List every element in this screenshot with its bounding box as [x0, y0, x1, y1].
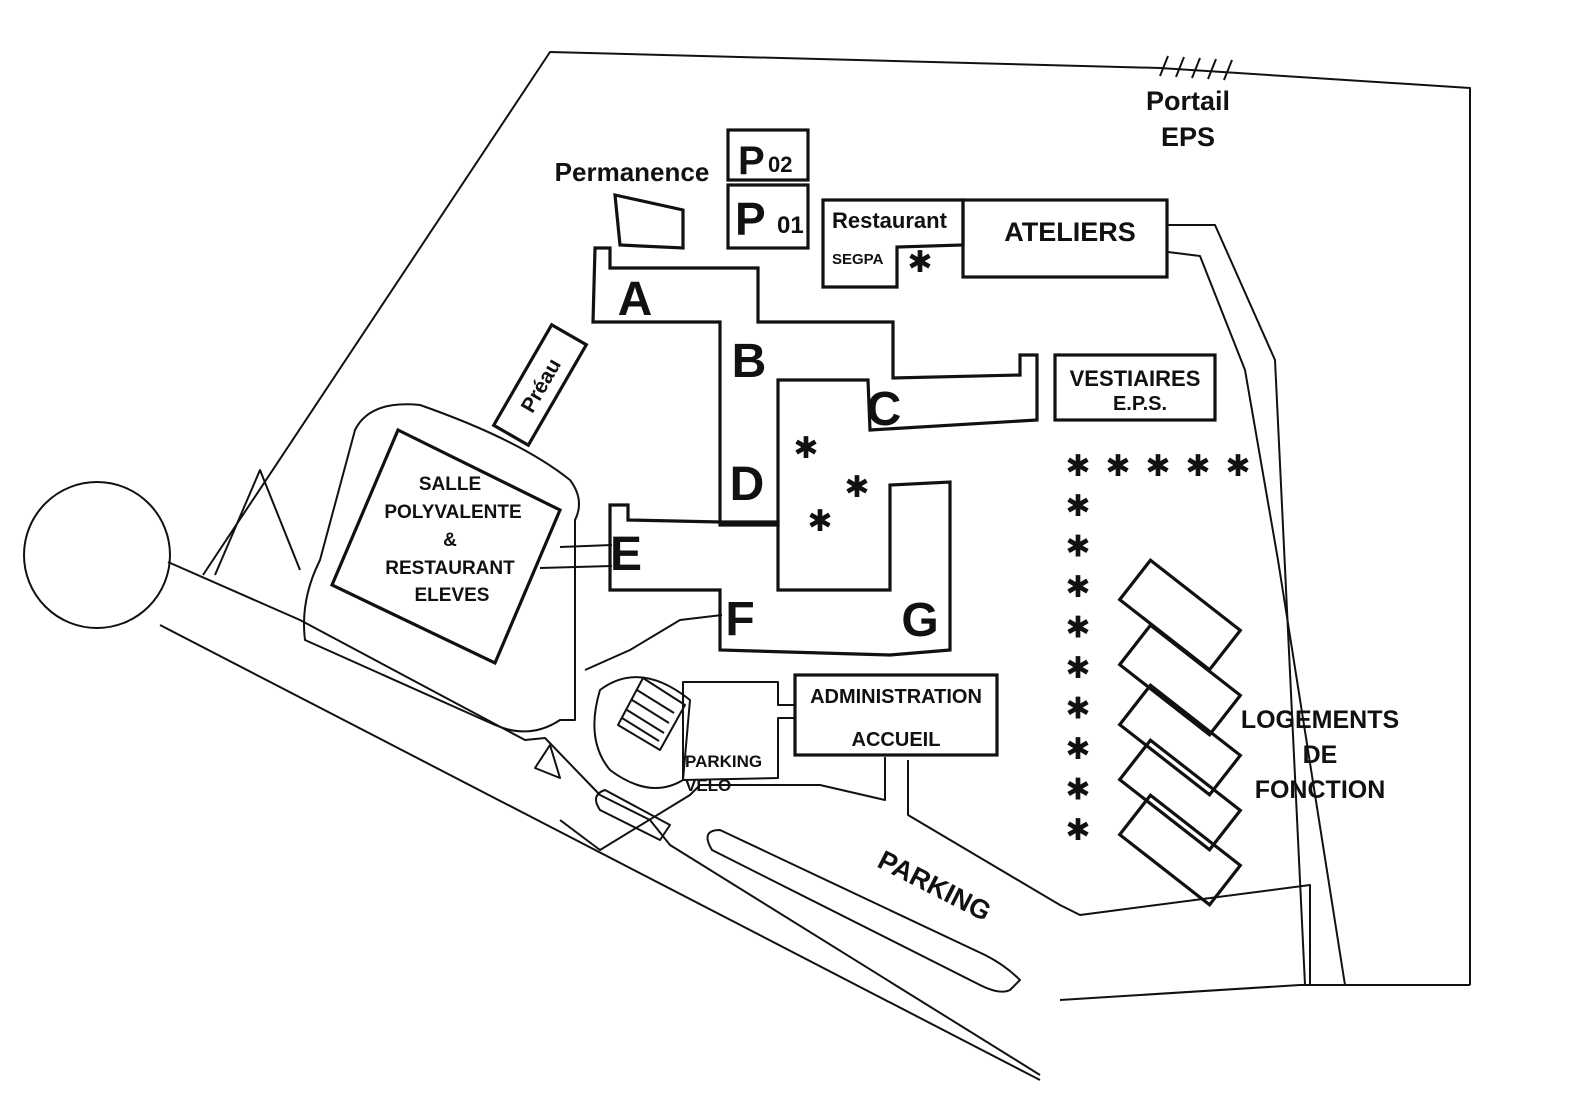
road-lower-edge: [159, 624, 1041, 1081]
label-restaurant: Restaurant: [832, 208, 948, 233]
parking-lot: [706, 829, 1021, 993]
tree-icon: ✱: [1145, 449, 1170, 484]
logement-5: [1117, 792, 1243, 908]
label-permanence: Permanence: [555, 157, 710, 187]
label-preau: Préau: [517, 355, 566, 417]
building-defg: [608, 480, 952, 657]
label-p02-letter: P: [738, 139, 765, 183]
salle-surround: [303, 403, 580, 733]
label-salle-5: ELEVES: [415, 585, 490, 606]
label-salle-2: POLYVALENTE: [384, 502, 521, 523]
trees: ✱ ✱ ✱ ✱ ✱ ✱ ✱ ✱ ✱ ✱ ✱ ✱ ✱ ✱ ✱ ✱ ✱ ✱: [793, 245, 1250, 848]
gate-hatch-icon: [1159, 55, 1233, 81]
east-path-outer: [1168, 224, 1306, 986]
building-label-f: F: [725, 593, 754, 646]
ateliers-building: [961, 198, 1169, 279]
tree-icon: ✱: [1225, 449, 1250, 484]
tree-icon: ✱: [1065, 773, 1090, 808]
vestiaires-building: [1053, 353, 1217, 422]
label-salle-1: SALLE: [419, 474, 481, 495]
building-label-a: A: [618, 273, 653, 326]
tree-icon: ✱: [1065, 692, 1090, 727]
parking-boundary: [907, 760, 1311, 985]
tree-icon: ✱: [1065, 570, 1090, 605]
tree-icon: ✱: [844, 470, 869, 505]
tree-icon: ✱: [793, 431, 818, 466]
site-boundary: [202, 51, 1471, 985]
building-p02: [726, 128, 810, 182]
label-accueil: ACCUEIL: [852, 729, 941, 751]
label-segpa: SEGPA: [832, 251, 884, 268]
label-eps: EPS: [1161, 122, 1215, 152]
building-label-e: E: [610, 528, 642, 581]
traffic-island: [534, 744, 561, 779]
tree-icon: ✱: [907, 245, 932, 280]
label-vestiaires-eps: E.P.S.: [1113, 393, 1167, 415]
roundabout: [23, 481, 171, 629]
building-label-d: D: [730, 458, 765, 511]
label-logements-1: LOGEMENTS: [1241, 706, 1399, 734]
tree-icon: ✱: [807, 504, 832, 539]
salle-connector-bottom: [539, 565, 613, 569]
administration-building: [793, 673, 999, 757]
tree-icon: ✱: [1105, 449, 1130, 484]
label-p02-num: 02: [768, 152, 792, 177]
label-parking-velo-1: PARKING: [685, 752, 762, 771]
label-ateliers: ATELIERS: [1004, 217, 1136, 247]
building-label-c: C: [867, 383, 902, 436]
tree-icon: ✱: [1065, 489, 1090, 524]
building-p01: [726, 183, 810, 250]
bike-area: [593, 676, 691, 789]
label-portail: Portail: [1146, 86, 1230, 116]
road-end: [1059, 984, 1470, 1001]
label-parking-velo-2: VELO: [685, 776, 731, 795]
admin-walkway: [559, 757, 886, 851]
label-salle-4: RESTAURANT: [385, 558, 515, 579]
label-administration: ADMINISTRATION: [810, 686, 982, 708]
label-logements-3: FONCTION: [1255, 776, 1386, 804]
east-path-inner: [1167, 251, 1346, 986]
tree-icon: ✱: [1065, 449, 1090, 484]
parking-strip: [595, 789, 671, 841]
building-abc: [591, 246, 1039, 527]
logement-4: [1117, 737, 1243, 853]
label-p01-num: 01: [777, 212, 804, 239]
label-salle-3: &: [443, 530, 457, 551]
label-logements-2: DE: [1303, 741, 1338, 769]
permanence-building: [613, 192, 685, 250]
logements-buildings: [1117, 557, 1243, 908]
bike-rack-icon: [617, 677, 686, 751]
tree-icon: ✱: [1065, 813, 1090, 848]
building-label-g: G: [901, 594, 938, 647]
walkway-f: [584, 614, 723, 671]
tree-icon: ✱: [1065, 611, 1090, 646]
west-path: [214, 469, 301, 576]
tree-icon: ✱: [1065, 732, 1090, 767]
salle-polyvalente-building: [329, 427, 563, 666]
tree-icon: ✱: [1185, 449, 1210, 484]
preau-building: [491, 322, 589, 448]
building-label-b: B: [732, 335, 767, 388]
logement-2: [1117, 622, 1243, 738]
tree-icon: ✱: [1065, 651, 1090, 686]
road-upper-edge: [167, 561, 1041, 1076]
label-p01-letter: P: [735, 193, 766, 245]
label-vestiaires: VESTIAIRES: [1070, 366, 1201, 391]
logement-3: [1117, 682, 1243, 798]
tree-icon: ✱: [1065, 530, 1090, 565]
salle-connector-top: [559, 544, 613, 548]
logement-1: [1117, 557, 1243, 673]
